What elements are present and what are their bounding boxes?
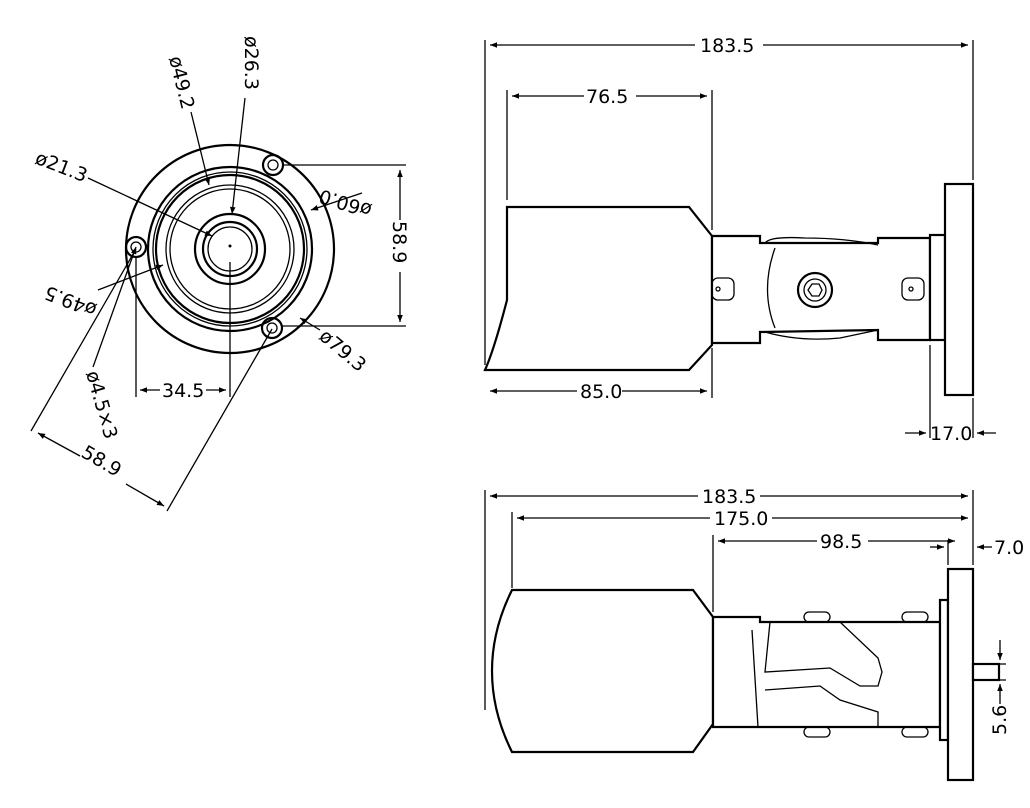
label-side-housing-bottom: 85.0 [580, 381, 622, 403]
label-side-base: 17.0 [930, 423, 972, 445]
label-d-lens: ø21.3 [32, 147, 90, 187]
label-d-ring: ø49.5 [42, 281, 100, 321]
label-top-to-base: 175.0 [714, 508, 768, 530]
label-holes: ø4.5×3 [81, 368, 121, 441]
label-d-base: ø79.3 [315, 325, 370, 377]
top-bracket-arm [711, 615, 942, 729]
bracket-arm [710, 234, 932, 345]
base-collar [928, 233, 947, 342]
mount-hole-3 [260, 316, 284, 340]
top-base-collar [938, 598, 950, 742]
label-top-plate: 7.0 [994, 537, 1024, 559]
label-hole-chord: 58.9 [78, 441, 126, 481]
label-offset: 34.5 [162, 380, 204, 402]
label-side-overall: 183.5 [700, 35, 754, 57]
label-side-housing-top: 76.5 [586, 86, 628, 108]
label-d-lens-ring: ø26.3 [240, 36, 262, 90]
label-hole-height: 58.9 [388, 221, 410, 263]
side-view: 183.5 76.5 85.0 17.0 [483, 35, 996, 445]
label-d-face: ø60.0 [316, 184, 374, 221]
label-top-bracket: 98.5 [820, 531, 862, 553]
mount-stub [971, 662, 1001, 682]
housing-body [483, 205, 714, 372]
top-housing-body [490, 588, 715, 754]
front-view: ø21.3 ø26.3 ø49.2 ø60.0 ø49.5 ø79.3 ø4.5… [30, 36, 410, 512]
pivot-bolt [796, 271, 834, 309]
label-top-overall: 183.5 [702, 486, 756, 508]
top-view: 183.5 175.0 98.5 7.0 5.6 [484, 486, 1024, 782]
base-plate [943, 182, 975, 397]
mount-hole-1 [261, 153, 285, 177]
label-d-inner: ø49.2 [164, 54, 198, 112]
top-base-plate [946, 567, 975, 782]
label-top-stub: 5.6 [989, 705, 1011, 735]
